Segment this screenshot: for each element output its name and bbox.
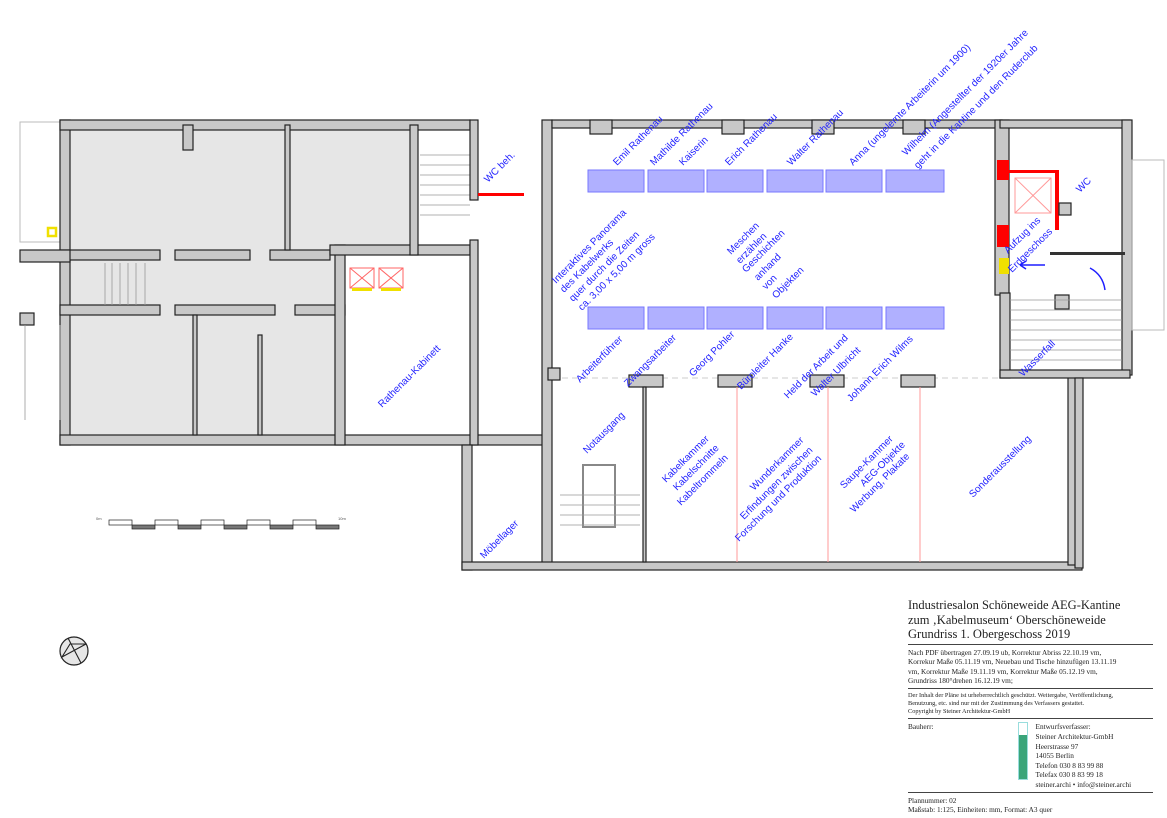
right-section [994, 119, 1165, 569]
copyright-line: Copyright by Steiner Architektur-GmbH [908, 708, 1011, 716]
revision-line: Nach PDF übertragen 27.09.19 ub, Korrekt… [908, 647, 1102, 657]
plan-title: Industriesalon Schöneweide AEG-Kantine [908, 598, 1121, 612]
plan-number: Plannummer: 02 [908, 795, 957, 805]
scale-end: 10m [338, 516, 346, 521]
title-block: Industriesalon Schöneweide AEG-Kantine z… [908, 598, 1153, 815]
exhibition-tables-top [587, 169, 945, 193]
bauherr-label: Bauherr: [908, 722, 934, 732]
exhibition-tables-bottom [587, 306, 945, 330]
plan-title: zum ‚Kabelmuseum‘ Oberschöneweide [908, 612, 1106, 627]
copyright-line: Benutzung, etc. sind nur mit der Zustimm… [908, 700, 1085, 708]
label-wc-beh: WC beh. [482, 150, 517, 185]
north-arrow-icon [59, 636, 89, 666]
scale-bar: 0m 10m [96, 516, 346, 530]
label-moebellager: Möbellager [478, 518, 521, 561]
label-person: Walter Rathenau [785, 108, 846, 169]
left-wing [19, 119, 551, 446]
architect-logo [1017, 722, 1028, 781]
label-wc: WC [1074, 176, 1094, 196]
revision-line: Grundriss 180°drehen 16.12.19 vm; [908, 676, 1013, 686]
verfasser-line: Heerstrasse 97 [1035, 741, 1079, 751]
label-wilhelm: geht in die Kantine und den Ruderclub [912, 43, 1040, 171]
label-notausgang: Notausgang [581, 410, 627, 456]
label-sonderausstellung: Sonderausstellung [967, 434, 1033, 500]
verfasser-line: Entwurfsverfasser: [1035, 722, 1091, 732]
label-person: Johann Erich Wilms [845, 334, 915, 404]
verfasser-line: steiner.archi • info@steiner.archi [1035, 780, 1132, 790]
room-labels: WC beh. Rathenau-Kabinett Möbellager WC … [376, 27, 1094, 561]
copyright-line: Der Inhalt der Pläne ist urheberrechtlic… [908, 691, 1114, 699]
verfasser-line: Telefon 030 8 83 99 88 [1035, 760, 1104, 770]
plan-title: Grundriss 1. Obergeschoss 2019 [908, 627, 1071, 641]
label-person: Arbeiterführer [574, 334, 625, 385]
label-person: Georg Pohler [687, 329, 737, 379]
corridor [461, 119, 1083, 571]
verfasser-line: Steiner Architektur-GmbH [1035, 732, 1114, 742]
verfasser-line: 14055 Berlin [1035, 751, 1074, 761]
scale-start: 0m [96, 516, 102, 521]
revision-line: vm, Korrektur Maße 19.11.19 vm, Korrektu… [908, 666, 1098, 676]
verfasser-line: Telefax 030 8 83 99 18 [1035, 770, 1103, 780]
revision-line: Korrekur Maße 05.11.19 vm, Neuebau und T… [908, 657, 1117, 667]
label-person: Büroleiter Hanke [735, 331, 796, 392]
main-hall [547, 119, 1077, 566]
plan-scale: Maßstab: 1:125, Einheiten: mm, Format: A… [908, 805, 1053, 815]
